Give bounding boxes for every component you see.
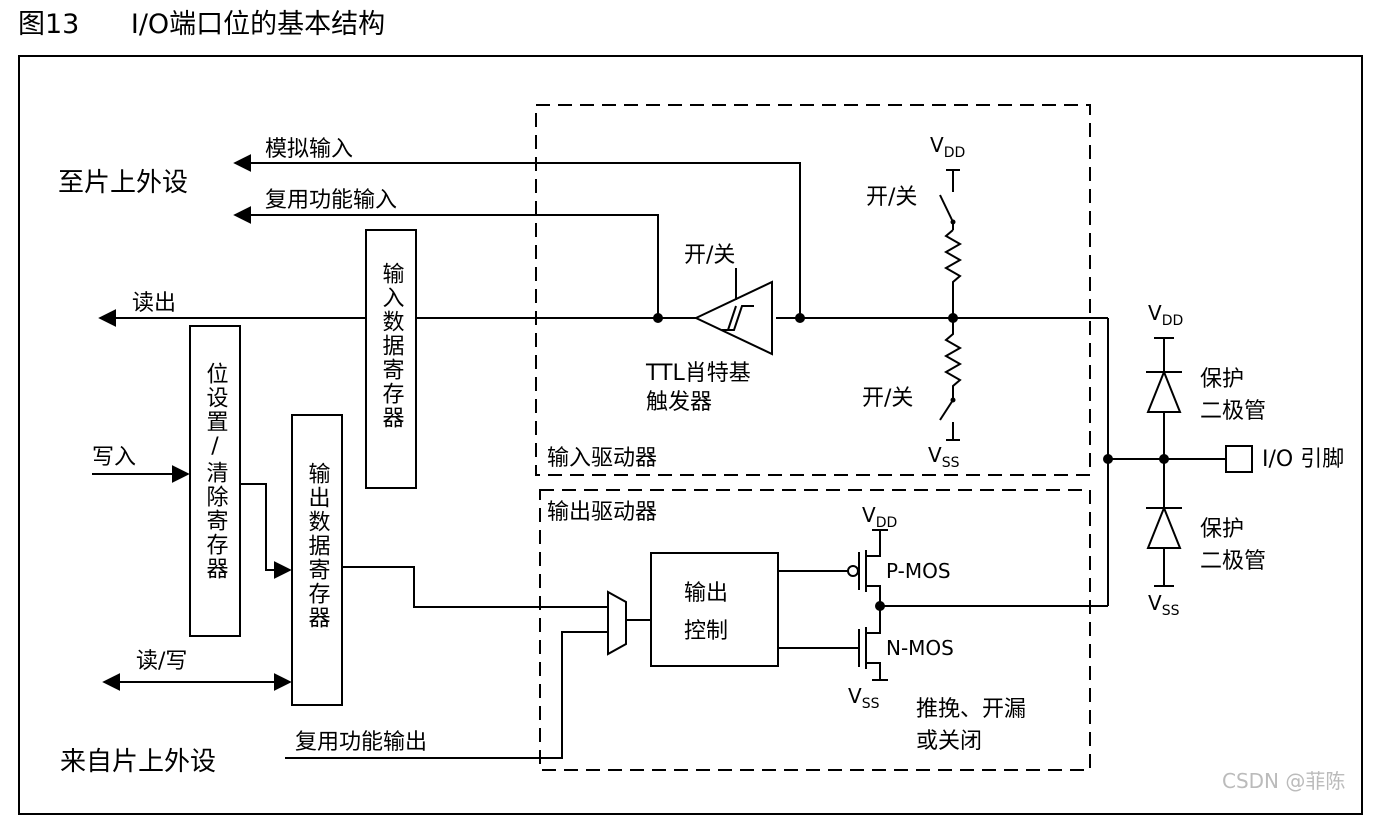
label-vdd-pullup: VDD (930, 133, 965, 161)
label-output-data-register: 输出数据寄存器 (305, 462, 331, 630)
label-output-control-2: 控制 (684, 619, 728, 644)
switch-contact (950, 397, 956, 403)
nmos-drain (866, 606, 881, 634)
bsrr-to-odr-wire (240, 483, 292, 579)
figure-title: 图13 I/O端口位的基本结构 (18, 2, 385, 41)
vss-rail-input (946, 422, 960, 441)
pulldown-switch (939, 399, 954, 421)
output-driver-region (539, 489, 1091, 771)
junction-dot (1103, 454, 1113, 464)
label-vss-diode: VSS (1148, 591, 1180, 619)
label-protect-top-2: 二极管 (1200, 399, 1266, 424)
label-io-pin: I/O 引脚 (1262, 447, 1344, 472)
pullup-resistor (943, 229, 963, 318)
label-vdd-diode: VDD (1148, 301, 1183, 329)
label-vdd-pmos: VDD (862, 503, 897, 531)
schmitt-hysteresis-icon (722, 305, 754, 331)
label-input-data-register: 输入数据寄存器 (379, 262, 405, 430)
output-data-register (291, 414, 343, 706)
label-from-onchip-periph: 来自片上外设 (60, 747, 216, 777)
pmos-source (866, 529, 888, 557)
diode-vdd-rail (1154, 337, 1174, 372)
label-analog-input: 模拟输入 (265, 137, 353, 162)
input-data-register (365, 229, 417, 489)
label-read-write: 读/写 (136, 649, 187, 674)
vdd-rail-top (946, 169, 960, 192)
protect-diode-bottom (1146, 505, 1182, 549)
label-alt-func-input: 复用功能输入 (265, 188, 397, 213)
label-read-out: 读出 (132, 291, 176, 316)
label-vss-nmos: VSS (848, 684, 880, 712)
pulldown-resistor (943, 318, 963, 400)
output-mux (607, 590, 627, 656)
label-switch-pullup: 开/关 (866, 185, 917, 210)
label-pmos: P-MOS (886, 559, 951, 583)
junction-dot (795, 313, 805, 323)
label-output-control-1: 输出 (684, 581, 728, 606)
label-protect-bot-2: 二极管 (1200, 549, 1266, 574)
protect-diode-top (1146, 369, 1182, 413)
label-input-driver: 输入驱动器 (547, 446, 657, 471)
label-mode-1: 推挽、开漏 (916, 697, 1026, 722)
label-vss-input: VSS (928, 443, 960, 471)
alt-func-output-wire (285, 631, 608, 759)
label-alt-func-output: 复用功能输出 (295, 730, 427, 755)
label-bit-set-reset-register: 位设置/清除寄存器 (203, 362, 229, 581)
alt-func-input-wire (233, 206, 659, 318)
output-control-block (650, 552, 779, 667)
watermark: CSDN @菲陈 (1222, 769, 1345, 793)
figure-number: 图13 (18, 9, 80, 40)
odr-to-mux-wire (342, 566, 608, 608)
input-driver-region (535, 104, 1091, 476)
figure-caption: I/O端口位的基本结构 (130, 9, 386, 40)
label-output-driver: 输出驱动器 (547, 500, 657, 525)
label-mode-2: 或关闭 (916, 729, 982, 754)
pmos-gate-bubble (847, 565, 859, 577)
io-pin-pad (1225, 445, 1253, 473)
label-ttl-schmitt-1: TTL肖特基 (645, 361, 751, 386)
nmos-source (866, 662, 888, 681)
label-protect-bot-1: 保护 (1200, 517, 1244, 542)
label-switch-pulldown: 开/关 (862, 386, 913, 411)
analog-input-wire (233, 154, 801, 318)
schmitt-trigger (693, 280, 773, 356)
label-protect-top-1: 保护 (1200, 367, 1244, 392)
label-ttl-schmitt-2: 触发器 (646, 390, 712, 415)
label-to-onchip-periph: 至片上外设 (58, 168, 188, 198)
pmos-drain (866, 585, 881, 606)
junction-dot (653, 313, 663, 323)
label-switch-schmitt: 开/关 (684, 243, 735, 268)
bit-set-reset-register (189, 325, 241, 637)
label-nmos: N-MOS (886, 636, 954, 660)
label-write-in: 写入 (92, 445, 136, 470)
pullup-switch (939, 194, 954, 223)
diode-vss-rail (1154, 548, 1174, 587)
